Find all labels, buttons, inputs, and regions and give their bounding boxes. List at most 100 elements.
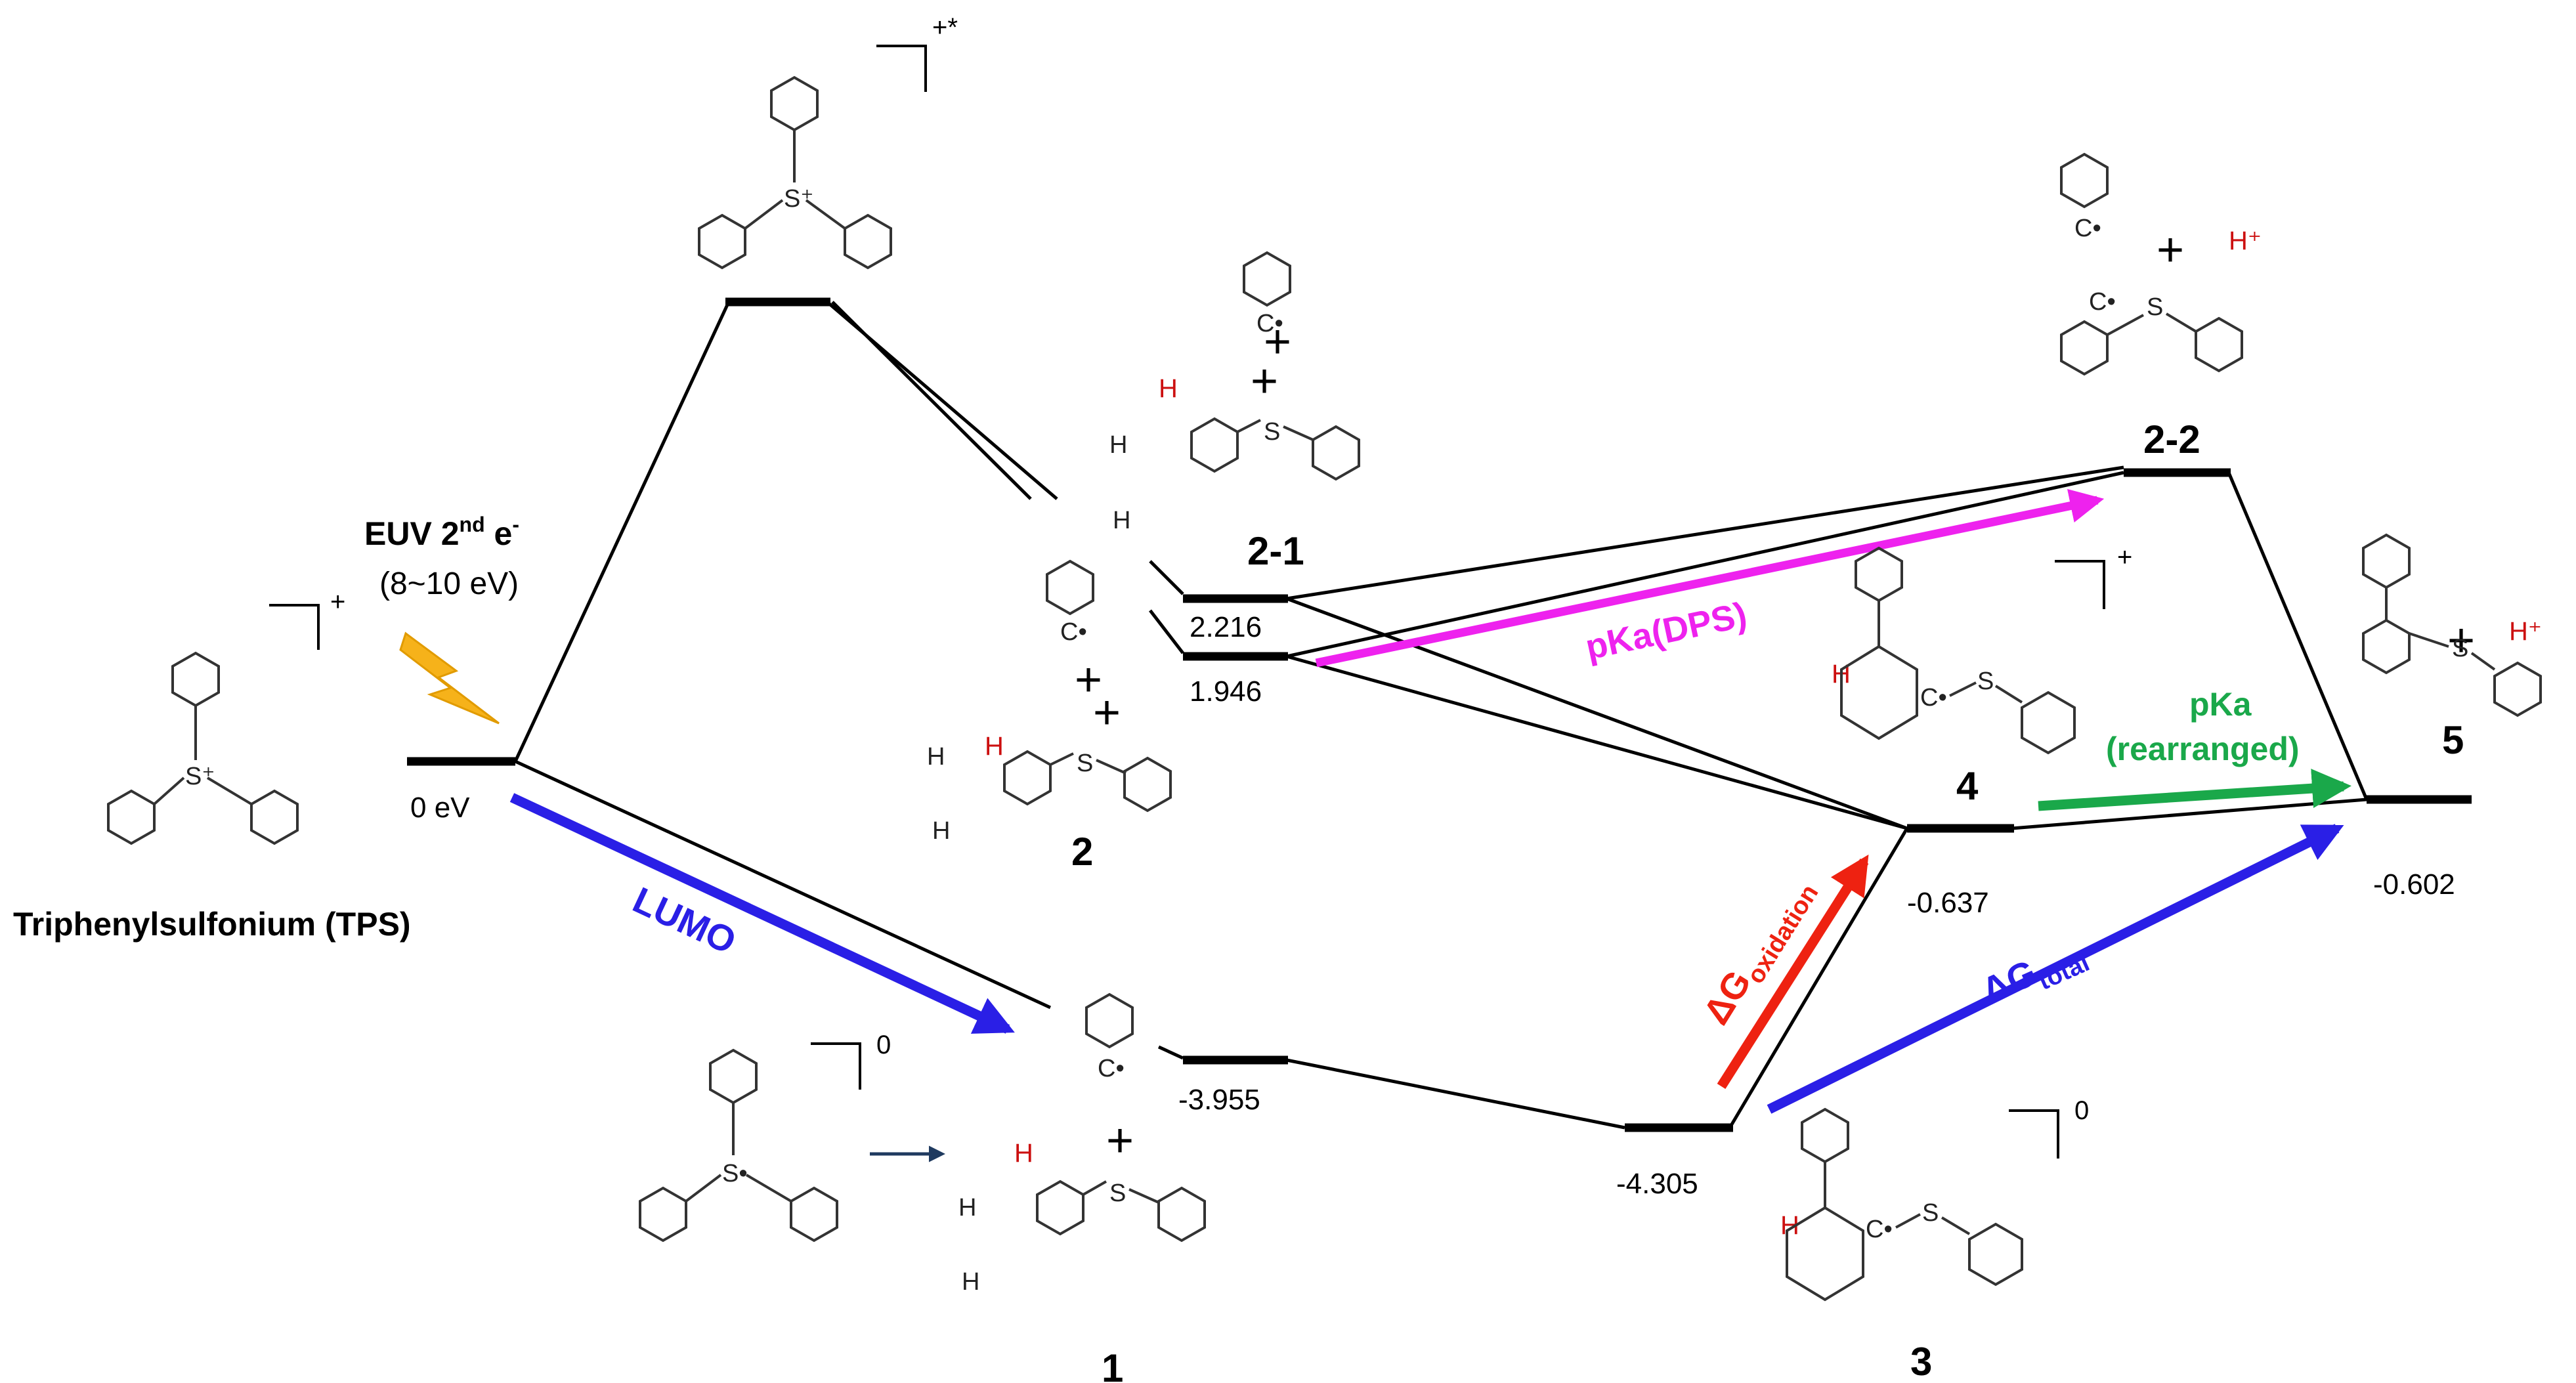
atom-sulfur: S [1109, 1180, 1126, 1207]
benzene-ring [709, 1048, 758, 1105]
label-3: 3 [1910, 1340, 1932, 1383]
proton: H⁺ [2509, 617, 2542, 646]
molecule-tps: S⁺ [107, 651, 299, 845]
atom-hydrogen: H [985, 732, 1004, 761]
connector-lines [513, 301, 2369, 1130]
connector-2-1-4 [1286, 597, 1908, 830]
benzene-ring [1036, 1180, 1084, 1236]
connector-tps-1 [514, 759, 1052, 1010]
bond [1083, 1180, 1107, 1196]
label-5: 5 [2442, 718, 2464, 762]
bond [2107, 314, 2144, 336]
molecule-1: C• + H H H S [958, 992, 1206, 1296]
plus-sign: + [1264, 316, 1291, 368]
benzene-ring [1968, 1222, 2023, 1287]
connector-2-4 [1286, 654, 1908, 830]
bond [744, 199, 784, 230]
energy-1: -3.955 [1178, 1084, 1260, 1116]
atom-sulfur: S [1977, 668, 1994, 695]
benzene-ring [1003, 750, 1052, 806]
bond [1895, 1213, 1921, 1229]
bond [1050, 752, 1074, 766]
bond [1237, 419, 1261, 433]
plus-sign: + [1251, 355, 1278, 408]
molecules: S⁺ S⁺ S• C• + + H [107, 75, 2542, 1302]
label-2-2: 2-2 [2143, 417, 2200, 461]
bond [153, 777, 185, 805]
dg-total-label: ΔGtotal [1975, 930, 2093, 1018]
connector-tps-excited [513, 301, 731, 763]
bond [1128, 1188, 1159, 1204]
molecule-4: H C• S [1832, 546, 2076, 755]
benzene-ring [790, 1186, 838, 1243]
energy-4: -0.637 [1907, 887, 1989, 919]
lumo-label: LUMO [627, 879, 742, 962]
benzene-ring [698, 213, 746, 270]
connector-excited-split-b [831, 301, 1032, 500]
connector-3-4 [1728, 827, 1909, 1129]
benzene-ring [1190, 417, 1239, 473]
pka-dps-arrow [1315, 489, 2105, 668]
energy-tps: 0 eV [410, 792, 470, 824]
atom-carbon-radical: C• [1256, 310, 1283, 337]
pka-rearranged-label-2: (rearranged) [2106, 731, 2300, 767]
atom-hydrogen: H [1113, 507, 1130, 534]
benzene-ring [2060, 152, 2109, 209]
atom-carbon-radical: C• [1866, 1216, 1893, 1243]
bond [2470, 652, 2496, 671]
atom-hydrogen: H [1014, 1139, 1033, 1168]
bond [2409, 632, 2449, 648]
molecule-3: H C• S [1780, 1107, 2023, 1302]
bond [1096, 759, 1127, 775]
colored-arrows: LUMO pKa(DPS) pKa (rearranged) ΔGoxidati… [509, 489, 2351, 1162]
connector-2-2-5 [2227, 472, 2369, 800]
charge-brackets: + +* 0 + 0 [269, 13, 2132, 1159]
bond [1994, 685, 2023, 704]
benzene-ring [1786, 1206, 1864, 1302]
bracket-neutral-3 [2009, 1109, 2059, 1159]
plus-sign: + [1106, 1115, 1134, 1167]
connector-1-3 [1286, 1058, 1625, 1130]
atom-sulfur: S [1922, 1199, 1939, 1227]
benzene-ring [1801, 1107, 1849, 1164]
atom-carbon-radical: C• [1060, 618, 1087, 646]
plus-sign: + [1075, 654, 1102, 706]
benzene-ring [250, 789, 299, 845]
benzene-ring [1157, 1186, 1206, 1243]
label-2: 2 [1071, 830, 1093, 874]
proton: H⁺ [2229, 226, 2262, 255]
energy-2: 1.946 [1190, 675, 1262, 708]
euv-title: EUV 2nd e- [364, 513, 519, 552]
charge-neutral-1: 0 [876, 1031, 891, 1059]
bond [745, 1174, 792, 1202]
atom-sulfur: S [1264, 418, 1280, 446]
atom-hydrogen: H [962, 1268, 979, 1296]
atom-hydrogen: H [927, 743, 945, 771]
atom-hydrogen: H [932, 817, 950, 845]
energy-3: -4.305 [1616, 1168, 1698, 1200]
benzene-ring [2362, 618, 2411, 675]
bond [2165, 312, 2197, 333]
bond [685, 1174, 722, 1202]
connector-stub-2 [1149, 609, 1184, 654]
atom-hydrogen: H [958, 1194, 976, 1222]
molecule-excited-tps: S⁺ [698, 75, 892, 270]
benzene-ring [107, 789, 156, 845]
benzene-ring [2195, 316, 2243, 373]
molecule-2-1: C• + + H H H S [1109, 251, 1360, 534]
atom-carbon-radical: C• [1920, 684, 1947, 712]
benzene-ring [844, 213, 892, 270]
molecule-5: + H⁺ S [2362, 533, 2542, 717]
benzene-ring [2060, 320, 2109, 376]
benzene-ring [1123, 756, 1172, 813]
benzene-ring [639, 1186, 687, 1243]
charge-cation-4: + [2117, 543, 2132, 572]
dg-total-arrow [1767, 824, 2344, 1114]
euv-label: EUV 2nd e- (8~10 eV) [364, 513, 519, 725]
energy-2-1: 2.216 [1190, 611, 1262, 643]
energy-levels [407, 297, 2472, 1132]
atom-sulfur: S• [722, 1160, 748, 1187]
charge-neutral-3: 0 [2074, 1096, 2089, 1125]
atom-sulfur: S⁺ [185, 763, 215, 790]
